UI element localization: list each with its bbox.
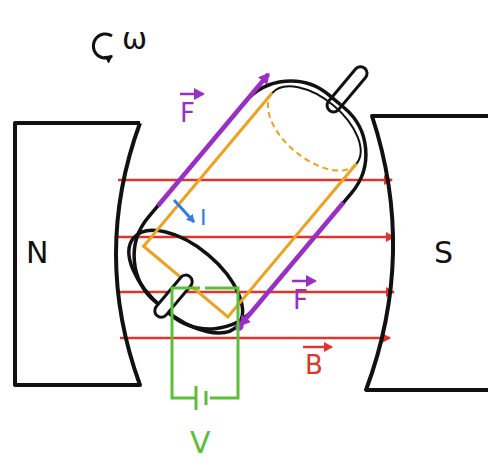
magnet-pole: N <box>12 118 152 390</box>
circuit <box>172 288 238 410</box>
pole-label: N <box>26 238 48 268</box>
voltage-label: V <box>190 428 211 458</box>
current-arrow <box>174 200 194 222</box>
field-label: B <box>305 352 323 378</box>
vector-arrow <box>292 280 315 283</box>
force-label: F <box>180 100 195 126</box>
force-label: F <box>293 287 308 313</box>
pole-label: S <box>434 238 453 268</box>
magnet-pole: S <box>360 112 491 394</box>
magnet-outline <box>360 112 491 394</box>
vector-arrow <box>180 93 203 96</box>
rotation-symbol <box>93 34 112 58</box>
armature <box>108 28 418 358</box>
angular-velocity-label: ω <box>122 24 147 54</box>
vector-arrow <box>303 346 332 349</box>
current-label: I <box>200 207 207 229</box>
